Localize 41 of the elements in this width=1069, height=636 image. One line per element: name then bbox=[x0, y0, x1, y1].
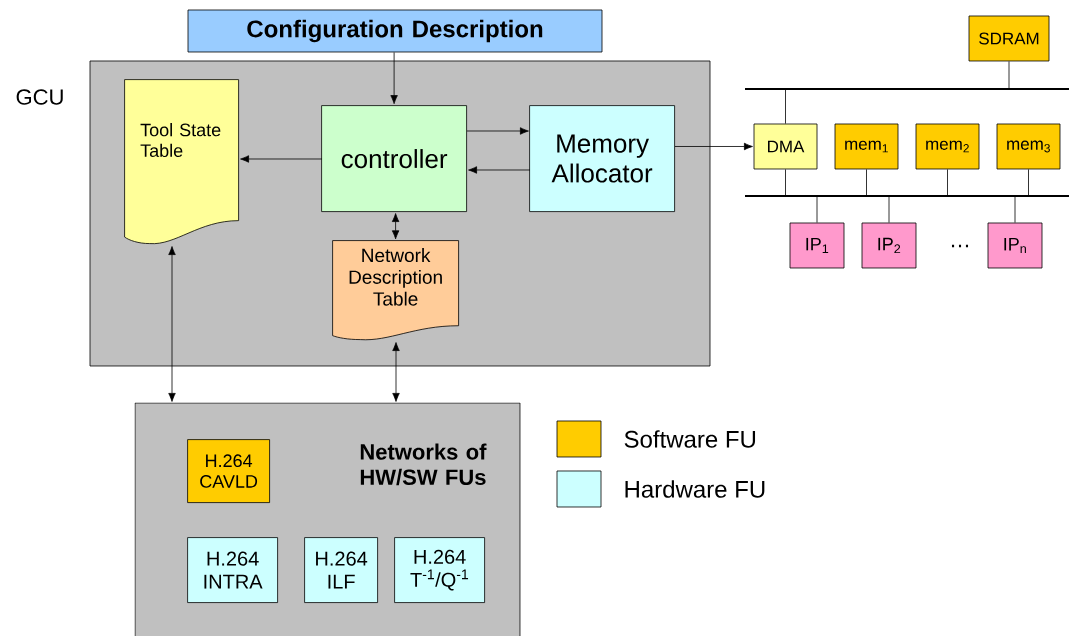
legend-label: Hardware FU bbox=[625, 480, 765, 498]
unit-box: H.264 ILF bbox=[304, 537, 378, 603]
connector-line bbox=[816, 195, 818, 223]
ellipsis-label: … bbox=[952, 244, 969, 248]
process-box: controller bbox=[321, 105, 467, 212]
connector-line bbox=[947, 169, 948, 197]
panel-title: GCU bbox=[16, 89, 63, 105]
connector-line bbox=[785, 169, 786, 197]
unit-box: H.264 CAVLD bbox=[187, 439, 270, 503]
unit-box: H.264 T$^{-1}$/Q$^{-1}$ bbox=[394, 537, 485, 603]
heading-box: Configuration Description bbox=[187, 9, 603, 53]
connector-line bbox=[1008, 61, 1010, 90]
memory-box: SDRAM bbox=[968, 15, 1050, 62]
memory-box: DMA bbox=[753, 123, 818, 170]
process-box: Memory Allocator bbox=[529, 105, 675, 212]
memory-box: mem$_{3}$ bbox=[996, 123, 1061, 170]
arrow bbox=[674, 142, 753, 151]
memory-box: mem$_{2}$ bbox=[915, 123, 980, 170]
arrow bbox=[240, 155, 323, 163]
arrow bbox=[468, 166, 531, 174]
arrow bbox=[168, 246, 176, 402]
bus-line bbox=[745, 195, 1069, 197]
unit-box: H.264 INTRA bbox=[187, 537, 278, 603]
ip-box: IP$_{2}$ bbox=[861, 222, 917, 269]
ip-box: IP$_{1}$ bbox=[789, 222, 845, 269]
panel-title: Networks of HW/SW FUs bbox=[360, 443, 487, 486]
connector-line bbox=[1028, 169, 1029, 197]
connector-line bbox=[888, 195, 890, 223]
connector-line bbox=[785, 88, 786, 124]
table-document: Tool State Table bbox=[124, 79, 239, 244]
arrow bbox=[392, 342, 400, 402]
ip-box: IP$_{n}$ bbox=[987, 222, 1043, 269]
legend-label: Software FU bbox=[624, 430, 756, 448]
bus-line bbox=[745, 88, 1069, 90]
table-document: Network Description Table bbox=[332, 240, 459, 341]
connector-line bbox=[1014, 195, 1016, 223]
memory-box: mem$_{1}$ bbox=[834, 123, 899, 170]
arrow bbox=[391, 213, 400, 240]
arrow bbox=[466, 127, 529, 135]
arrow bbox=[390, 52, 398, 105]
connector-line bbox=[866, 169, 867, 197]
